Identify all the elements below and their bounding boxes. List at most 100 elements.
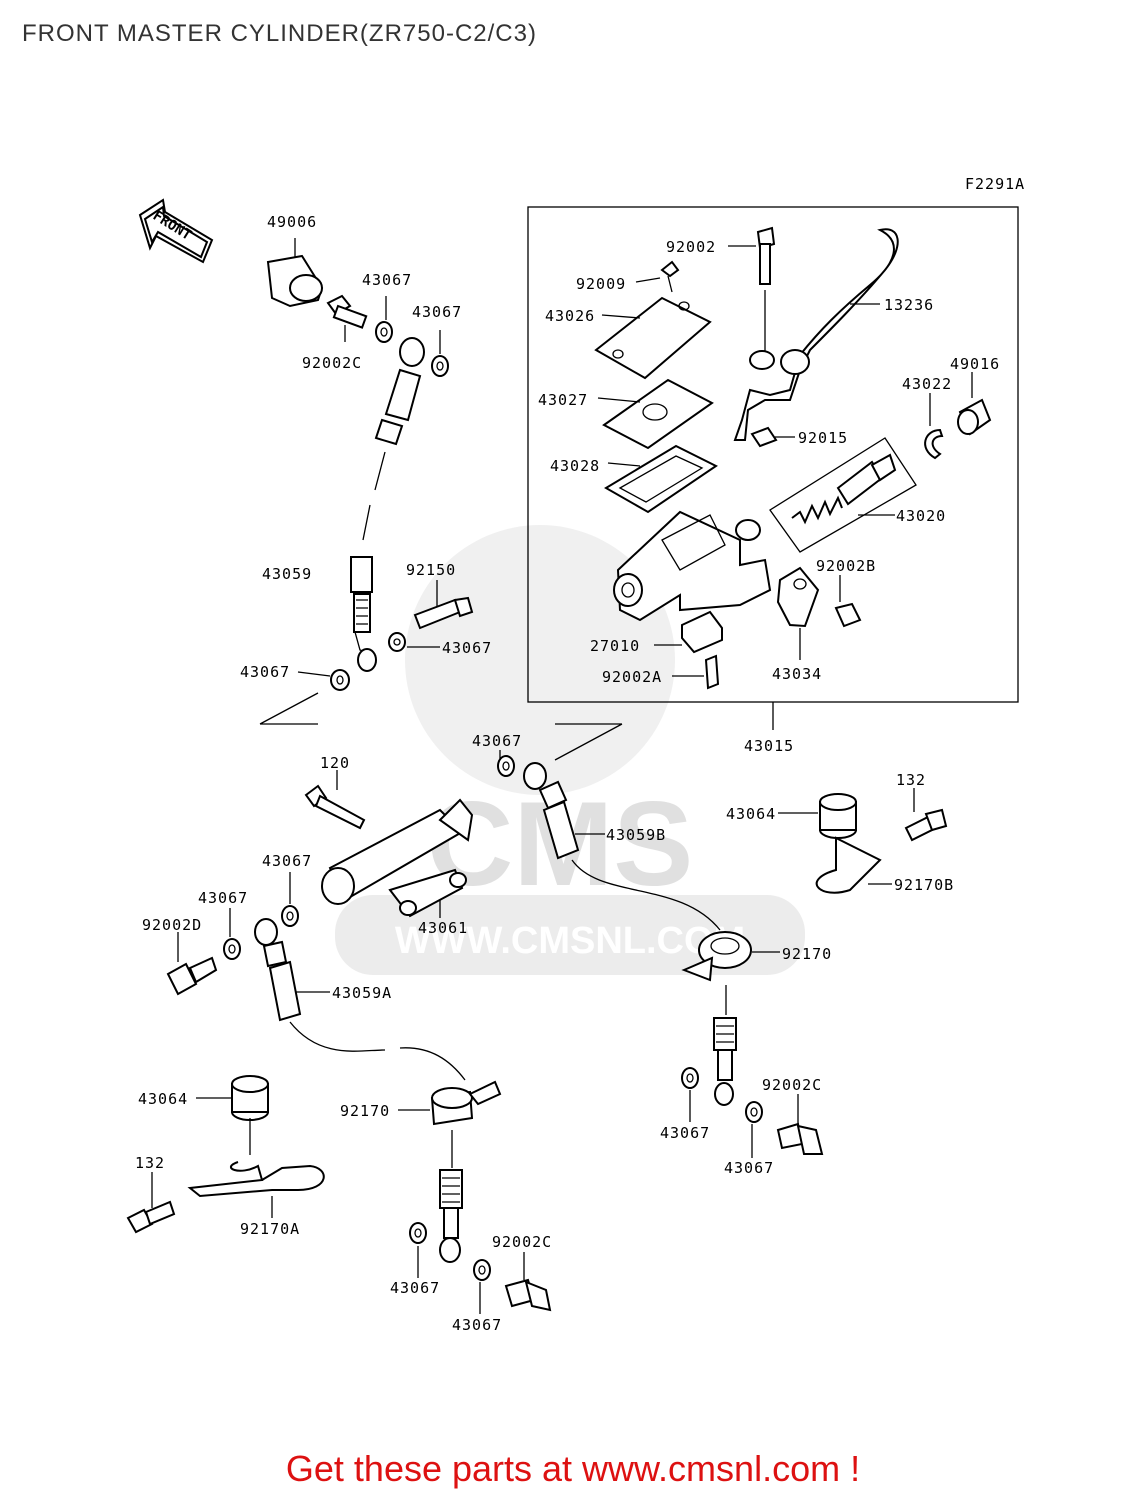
hose-guide-92170-right — [681, 931, 780, 1015]
label-92002C: 92002C — [302, 354, 362, 372]
label-92009: 92009 — [576, 275, 626, 293]
label-132: 132 — [135, 1154, 165, 1172]
part-49006 — [266, 238, 324, 308]
label-43064: 43064 — [726, 805, 776, 823]
circlip-43022 — [924, 393, 944, 460]
plate-43027 — [597, 378, 714, 450]
nut-92015 — [750, 426, 795, 448]
washer-43067-left — [297, 669, 350, 691]
part-labels: 49006 43067 43067 92002C 43059 92150 430… — [135, 213, 1000, 1334]
washer-43067-k — [473, 1259, 491, 1314]
label-43067: 43067 — [660, 1124, 710, 1142]
label-92015: 92015 — [798, 429, 848, 447]
hose-upper-fitting — [362, 337, 425, 541]
washer-43067-f — [281, 872, 299, 927]
hose-guide-92170-left — [398, 1080, 502, 1168]
washer-92150 — [388, 632, 440, 652]
watermark-url: WWW.CMSNL.COM — [395, 920, 745, 962]
washer-43067-mid — [497, 750, 515, 777]
label-43059B: 43059B — [606, 826, 666, 844]
label-43067: 43067 — [198, 889, 248, 907]
label-43067: 43067 — [724, 1159, 774, 1177]
bolt-132-right — [904, 788, 948, 842]
screw-92002A — [672, 654, 720, 690]
label-43067: 43067 — [362, 271, 412, 289]
clamp-92170B — [815, 836, 892, 894]
label-43067: 43067 — [452, 1316, 502, 1334]
clamp-43034 — [776, 566, 820, 660]
clamp-92170A — [187, 1161, 325, 1218]
label-43067: 43067 — [442, 639, 492, 657]
label-43061: 43061 — [418, 919, 468, 937]
piston-kit-43020 — [769, 437, 917, 553]
label-92170A: 92170A — [240, 1220, 300, 1238]
hose-43059A — [254, 918, 466, 1081]
label-132: 132 — [896, 771, 926, 789]
label-92002B: 92002B — [816, 557, 876, 575]
label-92002C: 92002C — [492, 1233, 552, 1251]
front-arrow-label: FRONT — [150, 208, 194, 244]
figure-code: F2291A — [965, 175, 1025, 193]
label-43067: 43067 — [390, 1279, 440, 1297]
hose-43059B — [523, 762, 721, 931]
label-43015: 43015 — [744, 737, 794, 755]
washer-upper-1 — [375, 296, 393, 343]
label-43022: 43022 — [902, 375, 952, 393]
label-92002: 92002 — [666, 238, 716, 256]
cap-43026 — [594, 296, 712, 380]
label-43067: 43067 — [412, 303, 462, 321]
diagram-title: FRONT MASTER CYLINDER(ZR750-C2/C3) — [22, 20, 537, 47]
label-92170B: 92170B — [894, 876, 954, 894]
footer-link[interactable]: Get these parts at www.cmsnl.com ! — [285, 1448, 861, 1489]
bolt-92002C-upper — [326, 294, 368, 342]
bolt-92150 — [413, 580, 474, 630]
bolt-92002C-right — [776, 1094, 824, 1155]
diaphragm-43028 — [604, 444, 718, 514]
bushing-49016 — [957, 372, 992, 436]
bolt-92002B — [834, 575, 862, 628]
washer-43067-i — [745, 1101, 763, 1158]
bolt-92002C-lower — [504, 1252, 552, 1312]
label-43026: 43026 — [545, 307, 595, 325]
front-arrow-icon: FRONT — [138, 198, 214, 264]
label-49016: 49016 — [950, 355, 1000, 373]
label-92002C: 92002C — [762, 1076, 822, 1094]
washer-upper-2 — [431, 330, 449, 377]
watermark: CMS WWW.CMSNL.COM — [335, 525, 805, 975]
label-43059: 43059 — [262, 565, 312, 583]
screw-92009 — [635, 260, 680, 293]
label-92150: 92150 — [406, 561, 456, 579]
washer-43067-g — [223, 908, 241, 960]
label-43034: 43034 — [772, 665, 822, 683]
hose-43059 — [350, 556, 377, 672]
hose-lower-left — [439, 1169, 463, 1263]
grommet-43064-right — [778, 793, 857, 839]
label-92170: 92170 — [782, 945, 832, 963]
label-43067: 43067 — [262, 852, 312, 870]
label-43064: 43064 — [138, 1090, 188, 1108]
bolt-92002D — [166, 932, 218, 996]
label-43067: 43067 — [240, 663, 290, 681]
hose-lower-right — [713, 1017, 737, 1106]
body-43015 — [613, 510, 772, 622]
holder-43061 — [321, 798, 474, 918]
label-43067: 43067 — [472, 732, 522, 750]
label-92002D: 92002D — [142, 916, 202, 934]
label-43059A: 43059A — [332, 984, 392, 1002]
label-120: 120 — [320, 754, 350, 772]
label-13236: 13236 — [884, 296, 934, 314]
label-27010: 27010 — [590, 637, 640, 655]
label-49006: 49006 — [267, 213, 317, 231]
label-43027: 43027 — [538, 391, 588, 409]
washer-43067-h — [681, 1067, 699, 1122]
switch-27010 — [654, 610, 723, 654]
washer-43067-j — [409, 1222, 427, 1278]
grommet-43064-left — [196, 1075, 269, 1155]
label-92170: 92170 — [340, 1102, 390, 1120]
bolt-120 — [304, 770, 366, 830]
label-43028: 43028 — [550, 457, 600, 475]
bolt-92002 — [728, 226, 776, 352]
label-43020: 43020 — [896, 507, 946, 525]
label-92002A: 92002A — [602, 668, 662, 686]
